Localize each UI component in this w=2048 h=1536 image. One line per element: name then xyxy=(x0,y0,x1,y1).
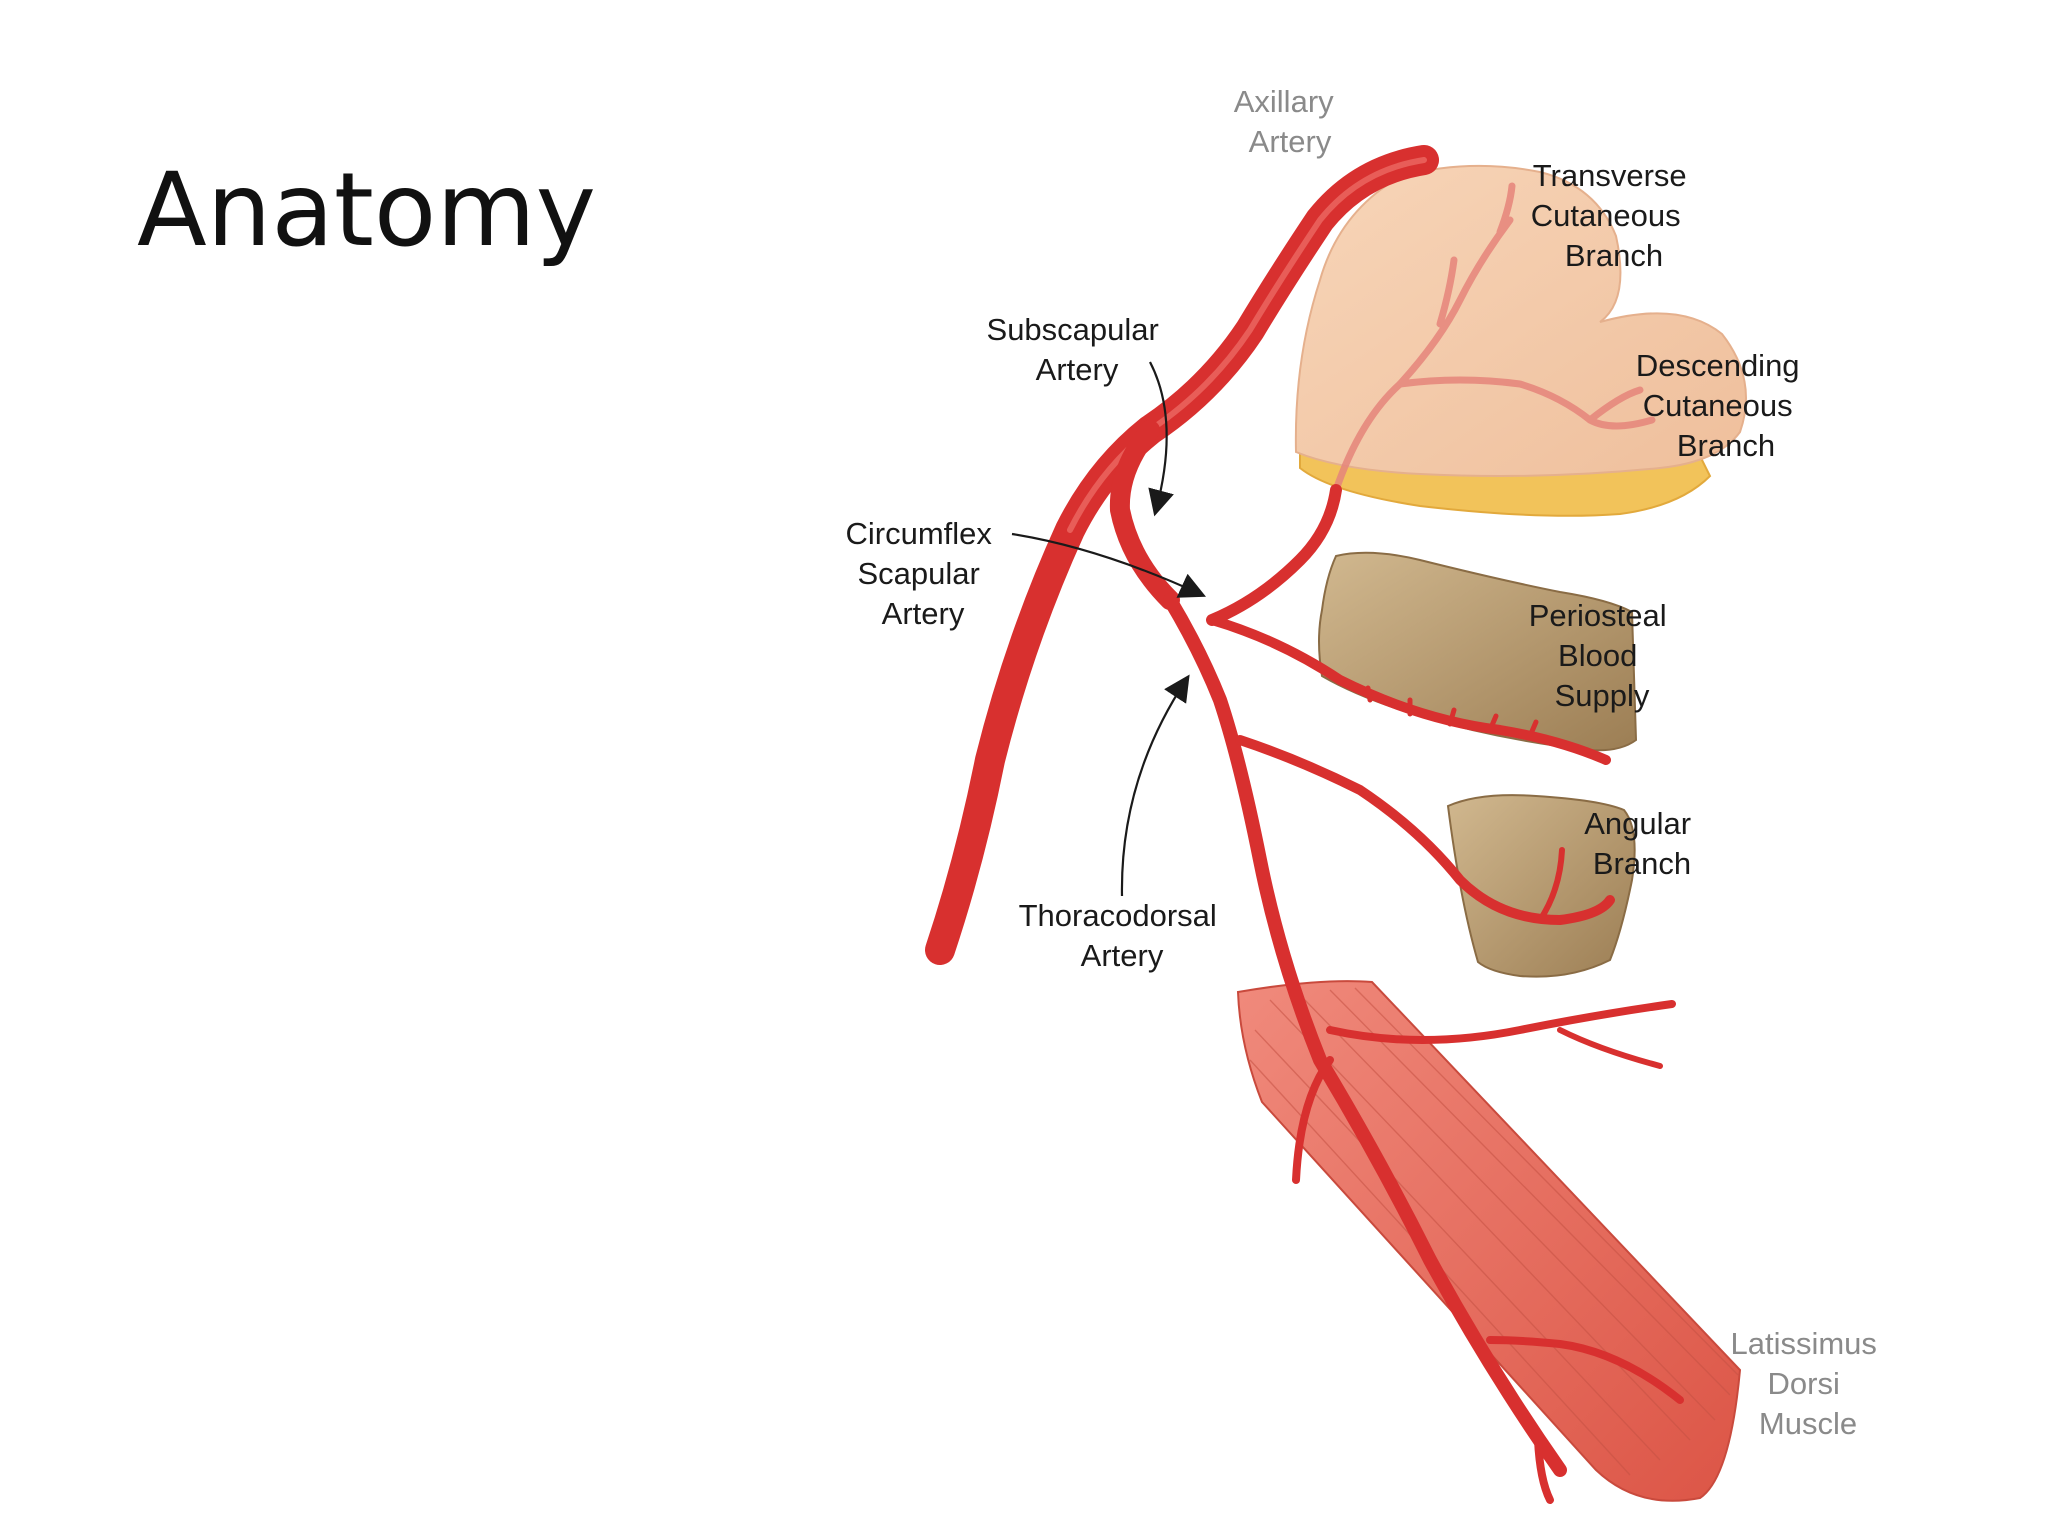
scapular-angle-segment xyxy=(1446,794,1636,978)
skin-paddle xyxy=(1294,164,1747,517)
label-subscapular-artery: Subscapular Artery xyxy=(987,312,1168,387)
artery-tree xyxy=(925,145,1684,1504)
label-angular-branch: Angular Branch xyxy=(1584,806,1699,881)
label-transverse-cutaneous-branch: Transverse Cutaneous Branch xyxy=(1531,158,1696,273)
slide-title: Anatomy xyxy=(137,151,597,270)
label-latissimus-dorsi-muscle: Latissimus Dorsi Muscle xyxy=(1730,1326,1885,1441)
label-circumflex-scapular-artery: Circumflex Scapular Artery xyxy=(845,516,1000,631)
label-thoracodorsal-artery: Thoracodorsal Artery xyxy=(1019,898,1226,973)
label-descending-cutaneous-branch: Descending Cutaneous Branch xyxy=(1636,348,1808,463)
latissimus-dorsi-muscle xyxy=(1236,980,1742,1502)
label-periosteal-blood-supply: Periosteal Blood Supply xyxy=(1529,598,1675,713)
label-axillary-artery: Axillary Artery xyxy=(1234,84,1343,159)
label-pointer-arrows xyxy=(1011,361,1206,897)
